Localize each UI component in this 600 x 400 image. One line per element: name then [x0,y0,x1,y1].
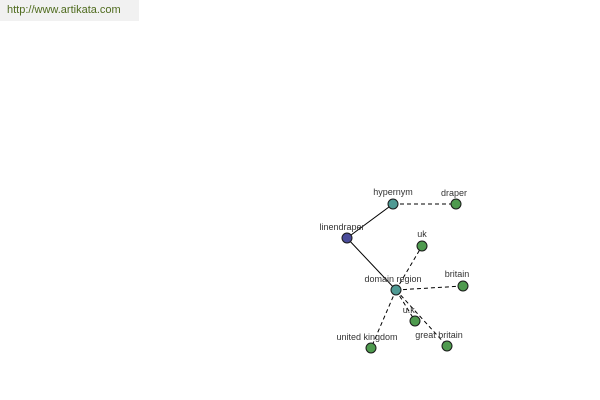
node-circle-great-britain[interactable] [441,340,453,352]
node-label-hypernym: hypernym [373,187,413,197]
node-circle-uk[interactable] [416,240,428,252]
edge-domain-region-to-u-k [395,289,416,322]
node-linendraper[interactable]: linendraper [319,222,365,244]
node-circle-draper[interactable] [450,198,462,210]
node-britain[interactable]: britain [445,269,470,292]
node-label-uk: uk [417,229,427,239]
node-circle-u-k[interactable] [409,315,421,327]
edge-domain-region-to-britain [395,285,464,291]
node-great-britain[interactable]: great britain [415,330,463,352]
node-circle-united-kingdom[interactable] [365,342,377,354]
node-label-great-britain: great britain [415,330,463,340]
node-hypernym[interactable]: hypernym [373,187,413,210]
node-label-linendraper: linendraper [319,222,364,232]
edge-domain-region-to-uk [395,245,423,291]
node-circle-domain-region[interactable] [390,284,402,296]
nodes-layer: linendraper hypernym draper domain region uk… [319,187,470,354]
node-uk[interactable]: uk [416,229,428,252]
node-draper[interactable]: draper [441,188,467,210]
node-united-kingdom[interactable]: united kingdom [336,332,398,354]
edge-domain-region-to-great-britain [395,289,448,347]
url-bar: http://www.artikata.com [0,0,139,21]
site-url-link[interactable]: http://www.artikata.com [7,4,121,16]
node-circle-linendraper[interactable] [341,232,353,244]
node-label-domain-region: domain region [364,274,421,284]
edge-domain-region-to-united-kingdom [370,289,397,349]
node-circle-hypernym[interactable] [387,198,399,210]
edge-linendraper-to-domain-region [346,237,397,291]
node-domain-region[interactable]: domain region [364,274,422,296]
node-label-draper: draper [441,188,467,198]
node-label-u-k: u.k. [403,305,418,315]
node-label-britain: britain [445,269,470,279]
edge-linendraper-to-hypernym [346,203,394,239]
node-u-k[interactable]: u.k. [403,305,421,327]
edges-layer [346,203,464,349]
node-circle-britain[interactable] [457,280,469,292]
node-label-united-kingdom: united kingdom [336,332,397,342]
